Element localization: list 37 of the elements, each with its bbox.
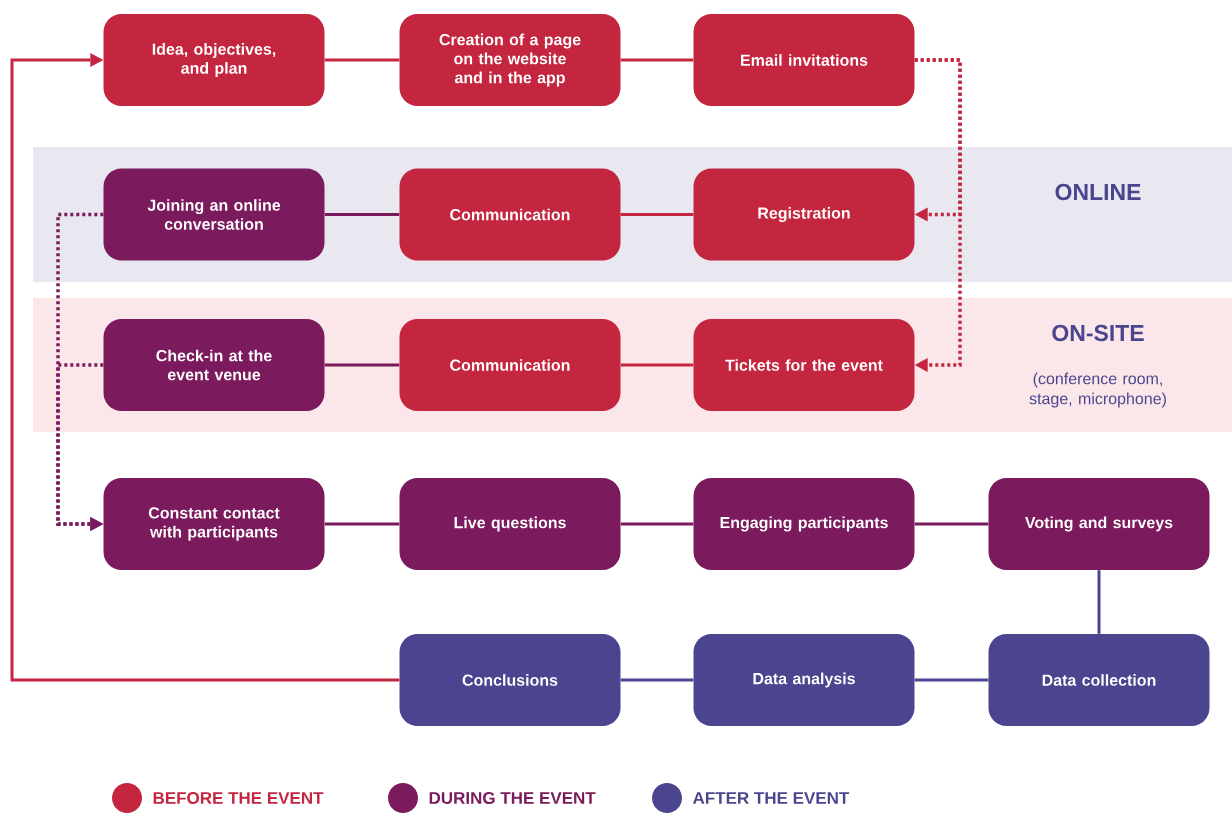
process-box: Communication: [399, 319, 621, 411]
connector: [620, 58, 694, 62]
connector: [56, 363, 104, 531]
connector: [914, 58, 962, 372]
connector: [914, 678, 989, 682]
connector: [620, 363, 694, 367]
connector: [620, 678, 694, 682]
process-box: Data analysis: [693, 634, 915, 726]
process-box: Email invitations: [693, 14, 915, 106]
legend-label: AFTER THE EVENT: [692, 792, 850, 804]
legend-label: DURING THE EVENT: [429, 791, 596, 804]
connector: [914, 522, 989, 526]
process-box: Tickets for the event: [693, 319, 915, 411]
process-box: Registration: [693, 168, 915, 261]
process-box: Engaging participants: [693, 478, 915, 570]
connector: [324, 522, 400, 526]
connector: [1097, 570, 1101, 634]
legend-label: BEFORE THE EVENT: [153, 791, 324, 804]
process-box: Communication: [399, 168, 621, 261]
connector: [324, 58, 400, 62]
process-box: Constant contact with participants: [103, 478, 325, 570]
band-note: (conference room, stage, microphone): [1029, 372, 1166, 408]
process-box: Live questions: [399, 478, 621, 570]
process-box: Data collection: [988, 634, 1210, 726]
process-box: Joining an online conversation: [103, 168, 325, 261]
connector: [324, 213, 400, 216]
connector: [324, 363, 400, 367]
band-title: ON-SITE: [1052, 324, 1144, 342]
connector: [10, 53, 400, 682]
process-box: Check-in at the event venue: [103, 319, 325, 411]
connector: [620, 213, 694, 216]
process-box: Voting and surveys: [988, 478, 1210, 570]
process-box: Conclusions: [399, 634, 621, 726]
band-title: ONLINE: [1055, 183, 1141, 201]
connector: [620, 522, 694, 526]
process-box: Creation of a page on the website and in the app: [399, 14, 621, 106]
process-box: Idea, objectives, and plan: [103, 14, 325, 106]
